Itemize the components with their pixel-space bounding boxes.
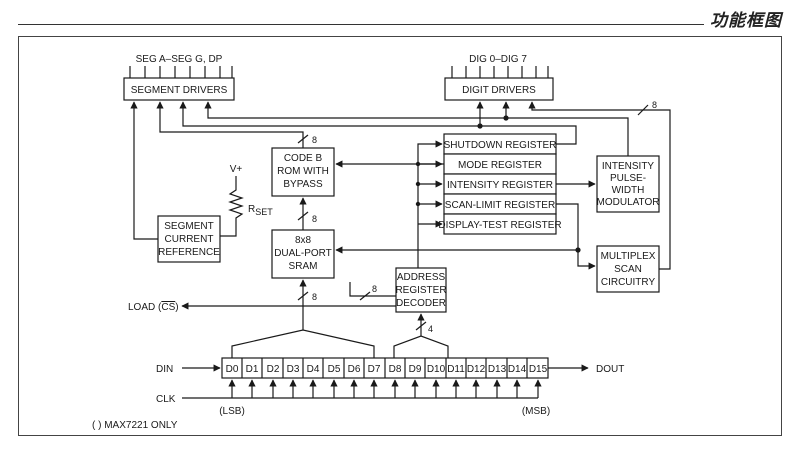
mux-label-2: SCAN	[614, 264, 642, 275]
rom-label-1: CODE B	[284, 153, 323, 164]
sram-label-1: 8x8	[295, 235, 312, 246]
sr-cell-d5: D5	[328, 364, 341, 375]
intensity-pwm-box	[596, 155, 660, 213]
bus-width-rom-seg: 8	[312, 135, 317, 145]
sr-cell-d13: D13	[488, 364, 507, 375]
scan-limit-register-label: SCAN-LIMIT REGISTER	[445, 200, 555, 211]
sr-cell-d11: D11	[447, 364, 465, 375]
header-rule	[18, 24, 704, 25]
digit-drivers-box	[444, 77, 554, 101]
intensity-register-label: INTENSITY REGISTER	[447, 180, 553, 191]
digit-drivers-label: DIGIT DRIVERS	[462, 85, 536, 96]
page-title: 功能框图	[710, 11, 782, 30]
sr-cell-d9: D9	[409, 364, 422, 375]
bus-width-sr-sram: 8	[312, 292, 317, 302]
sr-cell-d2: D2	[267, 364, 280, 375]
pwm-label-4: MODULATOR	[597, 197, 660, 208]
decoder-label-1: ADDRESS	[397, 272, 446, 283]
pwm-label-1: INTENSITY	[602, 161, 655, 172]
bus-width-sr-decoder: 4	[428, 324, 433, 334]
mux-label-3: CIRCUITRY	[601, 277, 656, 288]
sr-cell-d0: D0	[226, 364, 239, 375]
bus-width-decoder-sram: 8	[372, 284, 377, 294]
sr-cell-d12: D12	[467, 364, 486, 375]
sr-cell-d6: D6	[348, 364, 361, 375]
clk-pin-label: CLK	[156, 394, 176, 405]
code-b-rom-box	[271, 147, 335, 197]
sr-cell-d10: D10	[427, 364, 446, 375]
scr-label-3: REFERENCE	[158, 247, 220, 258]
load-pin-label: LOAD (CS)	[128, 302, 179, 313]
display-test-register-label: DISPLAY-TEST REGISTER	[438, 220, 561, 231]
multiplex-scan-box	[596, 245, 660, 293]
vplus-label: V+	[230, 164, 243, 175]
sram-label-2: DUAL-PORT	[274, 248, 332, 259]
dig-outputs-label: DIG 0–DIG 7	[469, 54, 527, 65]
scr-label-1: SEGMENT	[164, 221, 213, 232]
msb-label: (MSB)	[522, 406, 550, 417]
pwm-label-3: WIDTH	[612, 185, 645, 196]
sr-cell-d1: D1	[246, 364, 259, 375]
rom-label-2: ROM WITH	[277, 166, 329, 177]
sr-cell-d8: D8	[389, 364, 402, 375]
rset-label: RSET	[248, 204, 273, 217]
rom-label-3: BYPASS	[283, 179, 323, 190]
segment-drivers-label: SEGMENT DRIVERS	[131, 85, 228, 96]
mux-label-1: MULTIPLEX	[601, 251, 656, 262]
sr-cell-d15: D15	[529, 364, 548, 375]
dout-pin-label: DOUT	[596, 364, 624, 375]
bus-width-sram-rom: 8	[312, 214, 317, 224]
diagram-frame	[18, 36, 782, 436]
address-register-decoder-box	[395, 267, 447, 313]
decoder-label-3: DECODER	[396, 298, 446, 309]
sr-cell-d14: D14	[508, 364, 527, 375]
shutdown-register-label: SHUTDOWN REGISTER	[444, 140, 557, 151]
sr-cell-d3: D3	[287, 364, 300, 375]
decoder-label-2: REGISTER	[395, 285, 446, 296]
sr-cell-d7: D7	[368, 364, 381, 375]
segment-drivers-box	[123, 77, 235, 101]
mode-register-label: MODE REGISTER	[458, 160, 542, 171]
scr-label-2: CURRENT	[165, 234, 214, 245]
display-test-register-box	[443, 213, 557, 235]
sram-label-3: SRAM	[289, 261, 318, 272]
lsb-label: (LSB)	[219, 406, 245, 417]
bus-width-mux-digit: 8	[652, 100, 657, 110]
seg-outputs-label: SEG A–SEG G, DP	[136, 54, 223, 65]
footnote: ( ) MAX7221 ONLY	[92, 420, 178, 431]
segment-current-reference-box	[157, 215, 221, 263]
din-pin-label: DIN	[156, 364, 173, 375]
pwm-label-2: PULSE-	[610, 173, 646, 184]
sr-cell-d4: D4	[307, 364, 320, 375]
